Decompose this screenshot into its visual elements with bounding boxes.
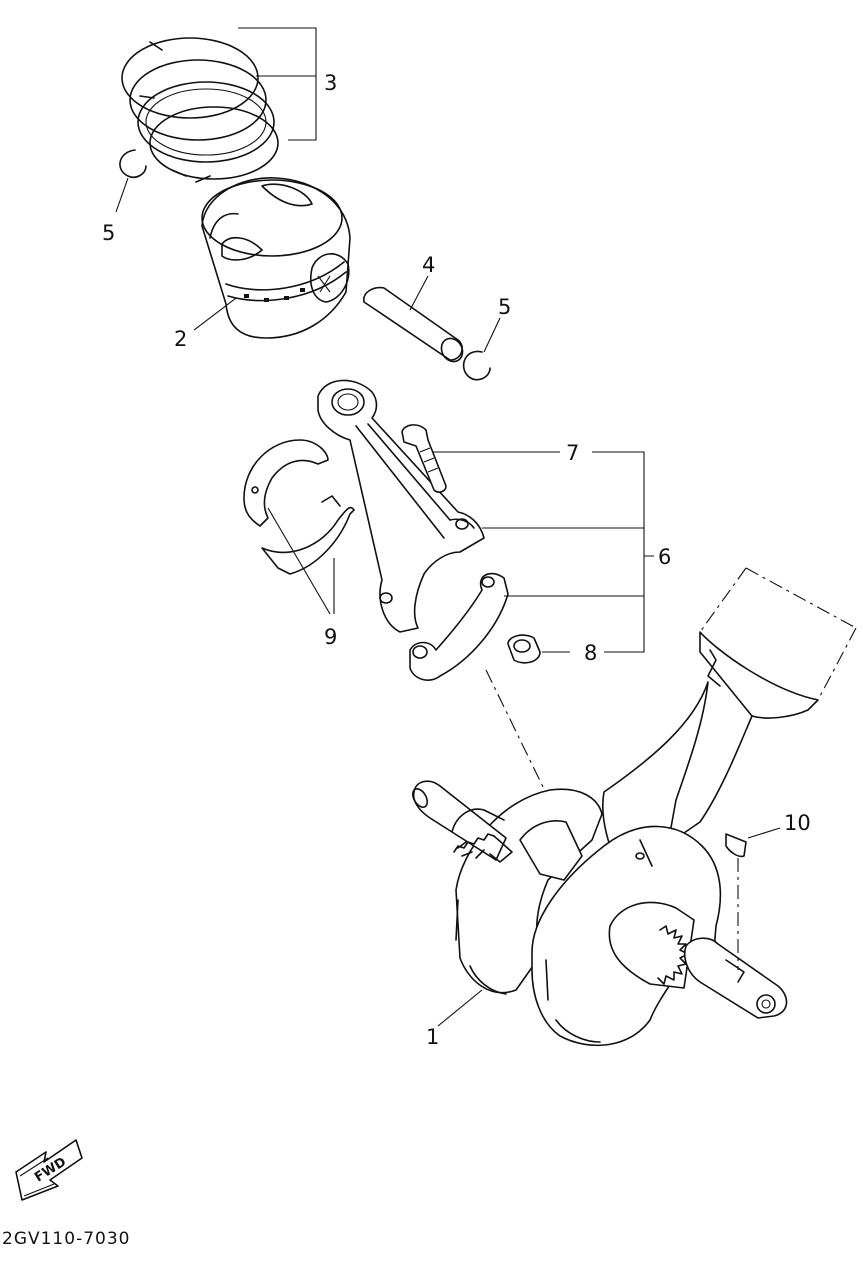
woodruff-key	[725, 833, 747, 858]
callout-3: 3	[324, 71, 337, 95]
callout-10: 10	[784, 811, 811, 835]
circlip-lower	[462, 350, 491, 381]
rod-bolt	[401, 424, 447, 493]
pin-leader	[409, 275, 429, 311]
bearing-leaders	[267, 507, 335, 615]
clip-leader-lower	[483, 317, 501, 353]
rod-cap	[409, 572, 509, 681]
diagram-code: 2GV110-7030	[2, 1229, 130, 1249]
callout-5-upper: 5	[102, 221, 115, 245]
bearing-shells	[243, 439, 355, 575]
ghost-piston	[699, 567, 857, 719]
key-leader	[747, 827, 781, 839]
callout-5-lower: 5	[498, 295, 511, 319]
piston-rings	[121, 37, 279, 183]
callout-4: 4	[422, 253, 435, 277]
callout-2: 2	[174, 327, 187, 351]
piston-pin	[363, 286, 464, 363]
callout-8: 8	[584, 641, 597, 665]
callout-1: 1	[426, 1025, 439, 1049]
callout-7: 7	[566, 441, 579, 465]
callout-9: 9	[324, 625, 337, 649]
piston	[201, 177, 351, 339]
callout-6: 6	[658, 545, 671, 569]
rod-callout-bracket	[432, 451, 654, 653]
circlip-upper	[119, 149, 147, 179]
rod-nut	[507, 634, 541, 664]
clip-leader-upper	[115, 177, 129, 213]
piston-leader	[193, 297, 237, 331]
crankshaft-leader	[437, 989, 483, 1027]
fwd-arrow-icon: FWD	[15, 1139, 83, 1201]
connecting-rod	[317, 379, 485, 633]
ring-callout-bracket	[238, 27, 317, 141]
crankshaft	[411, 681, 788, 1047]
